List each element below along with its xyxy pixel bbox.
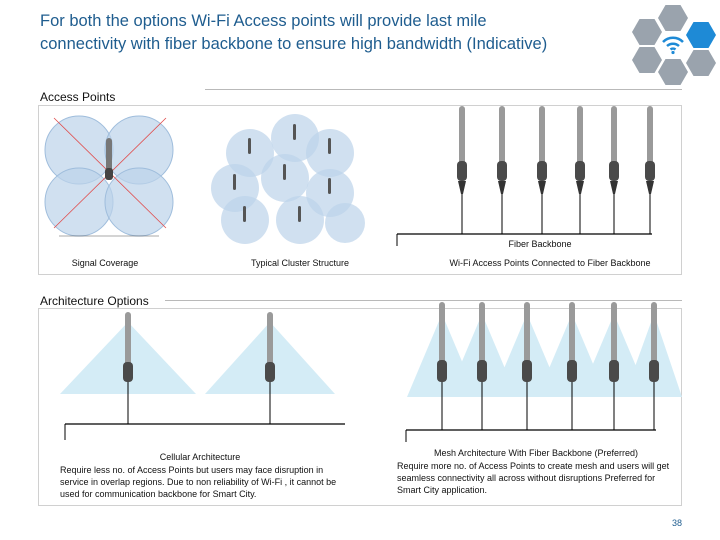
hex-tile <box>658 5 688 31</box>
connected-fiber-caption: Wi-Fi Access Points Connected to Fiber B… <box>449 258 651 268</box>
mesh-architecture-diagram <box>405 302 682 442</box>
hex-tile <box>686 50 716 76</box>
signal-coverage-diagram <box>44 115 174 237</box>
cluster-structure-diagram <box>211 114 365 244</box>
cellular-title: Cellular Architecture <box>159 452 241 462</box>
page-number: 38 <box>671 518 682 528</box>
section-heading-access-points: Access Points <box>40 90 116 104</box>
cellular-description: Require less no. of Access Points but us… <box>60 465 337 499</box>
architecture-panel <box>38 308 682 506</box>
section-heading-architecture: Architecture Options <box>40 294 149 308</box>
fiber-backbone-label: Fiber Backbone <box>508 239 572 249</box>
divider <box>205 89 682 90</box>
access-points-panel <box>38 105 682 275</box>
hex-tile-highlight <box>686 22 716 48</box>
wifi-icon <box>662 36 684 55</box>
hex-tile <box>632 19 662 45</box>
hex-tile <box>658 59 688 85</box>
access-points-fiber-diagram <box>396 106 655 246</box>
divider <box>165 300 682 301</box>
page-title: For both the options Wi-Fi Access points… <box>40 12 548 53</box>
smart-city-hex-cluster <box>628 5 718 85</box>
hex-tile <box>632 47 662 73</box>
mesh-description: Require more no. of Access Points to cre… <box>397 461 670 495</box>
signal-coverage-caption: Signal Coverage <box>71 258 139 268</box>
cellular-architecture-diagram <box>60 312 345 440</box>
mesh-title: Mesh Architecture With Fiber Backbone (P… <box>433 448 639 458</box>
cluster-structure-caption: Typical Cluster Structure <box>250 258 350 268</box>
